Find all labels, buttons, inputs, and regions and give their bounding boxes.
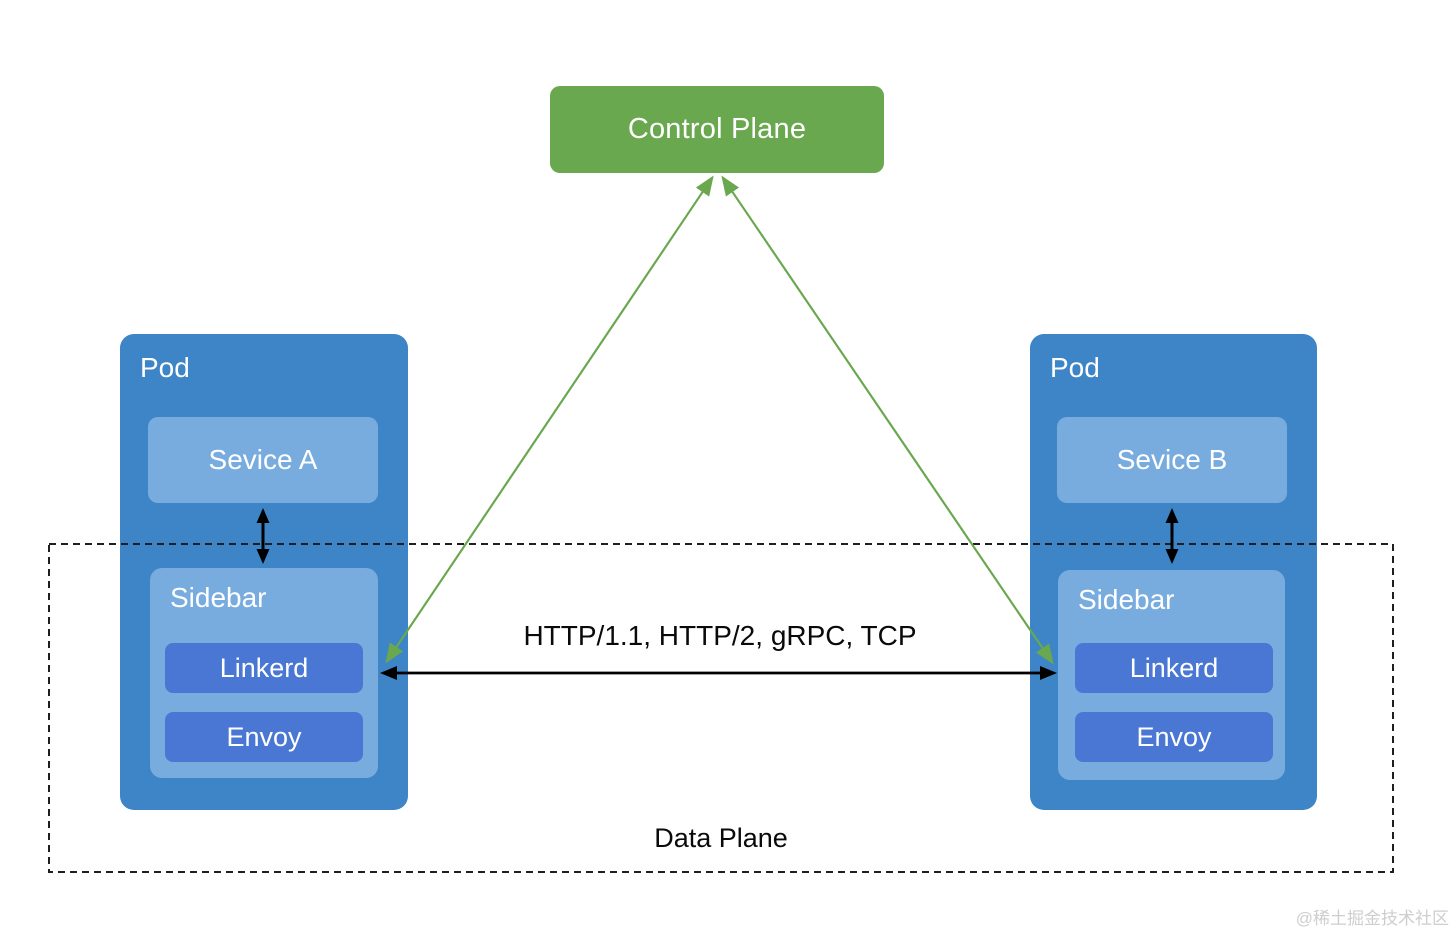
protocol-label: HTTP/1.1, HTTP/2, gRPC, TCP (523, 620, 917, 651)
sidebar-right-box: Sidebar Linkerd Envoy (1058, 570, 1285, 780)
watermark-text: @稀土掘金技术社区 (1295, 909, 1449, 928)
data-plane-label: Data Plane (654, 823, 788, 853)
linkerd-left-box: Linkerd (165, 643, 363, 693)
pod-left: Pod Sevice A Sidebar Linkerd Envoy (120, 334, 408, 810)
pod-left-title: Pod (140, 352, 190, 383)
green-arrow-left (385, 175, 714, 664)
service-b-box: Sevice B (1057, 417, 1287, 503)
service-a-box: Sevice A (148, 417, 378, 503)
sidebar-left-box: Sidebar Linkerd Envoy (150, 568, 378, 778)
pod-right-title: Pod (1050, 352, 1100, 383)
sidebar-right-title: Sidebar (1078, 584, 1175, 615)
control-plane-box: Control Plane (550, 86, 884, 173)
linkerd-right-box: Linkerd (1075, 643, 1273, 693)
pod-right: Pod Sevice B Sidebar Linkerd Envoy (1030, 334, 1317, 810)
green-arrow-right (721, 175, 1054, 665)
envoy-left-box: Envoy (165, 712, 363, 762)
envoy-right-box: Envoy (1075, 712, 1273, 762)
sidebar-left-title: Sidebar (170, 582, 267, 613)
